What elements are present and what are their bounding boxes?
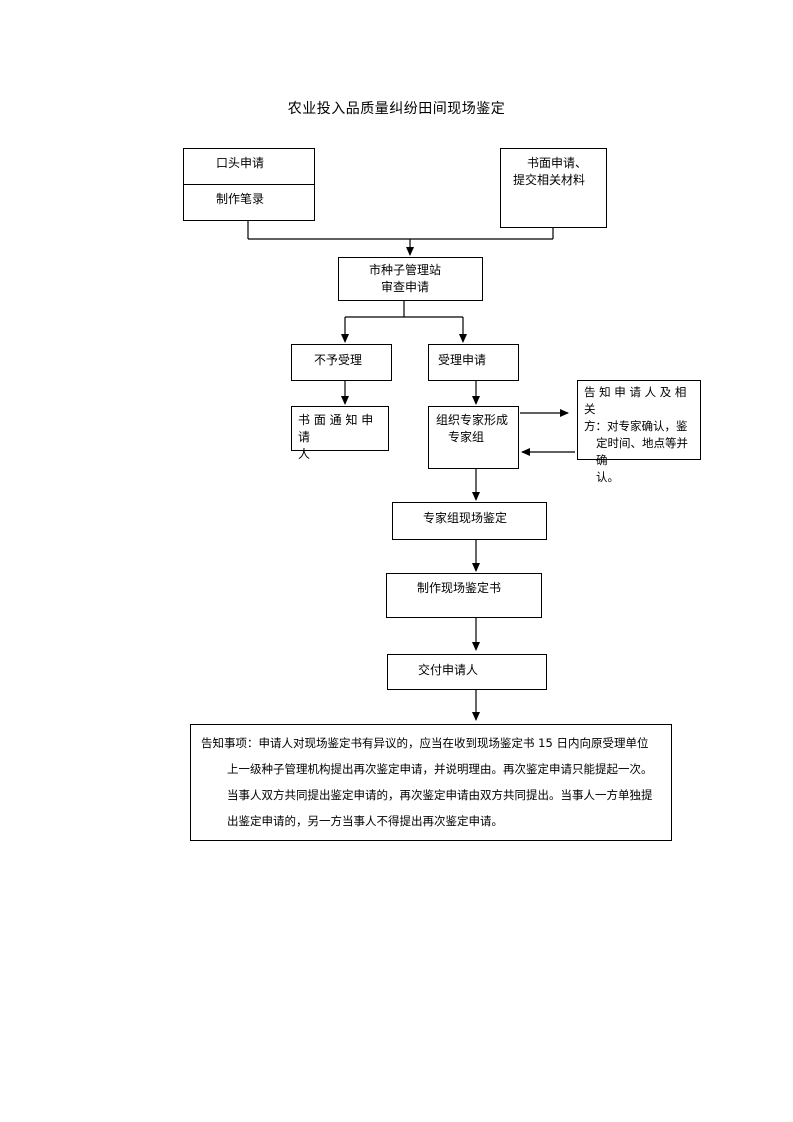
notice-line-1: 告知事项：申请人对现场鉴定书有异议的，应当在收到现场鉴定书 15 日内向原受理单… (201, 736, 649, 750)
node-written-application: 书面申请、 提交相关材料 (500, 148, 607, 228)
node-form-expert-group: 组织专家形成 专家组 (428, 406, 519, 469)
notice-line-4: 出鉴定申请的，另一方当事人不得提出再次鉴定申请。 (227, 814, 503, 828)
node-inform-parties: 告 知 申 请 人 及 相 关 方：对专家确认，鉴 定时间、地点等并确 认。 (577, 380, 701, 484)
node-reject: 不予受理 (291, 344, 392, 381)
page-title: 农业投入品质量纠纷田间现场鉴定 (287, 101, 506, 117)
node-make-appraisal-report: 制作现场鉴定书 (386, 573, 542, 618)
node-deliver-to-applicant: 交付申请人 (387, 654, 547, 690)
notice-line-2: 上一级种子管理机构提出再次鉴定申请，并说明理由。再次鉴定申请只能提起一次。 (227, 762, 653, 776)
notice-box: 告知事项：申请人对现场鉴定书有异议的，应当在收到现场鉴定书 15 日内向原受理单… (190, 724, 672, 841)
node-make-record: 制作笔录 (183, 184, 315, 221)
node-expert-onsite-appraisal: 专家组现场鉴定 (392, 502, 547, 540)
notice-line-3: 当事人双方共同提出鉴定申请的，再次鉴定申请由双方共同提出。当事人一方单独提 (227, 788, 653, 802)
node-accept: 受理申请 (428, 344, 519, 381)
node-seed-station-review: 市种子管理站 审查申请 (338, 257, 483, 301)
node-written-notice: 书 面 通 知 申 请 人 (291, 406, 389, 461)
node-oral-application: 口头申请 (183, 148, 315, 185)
